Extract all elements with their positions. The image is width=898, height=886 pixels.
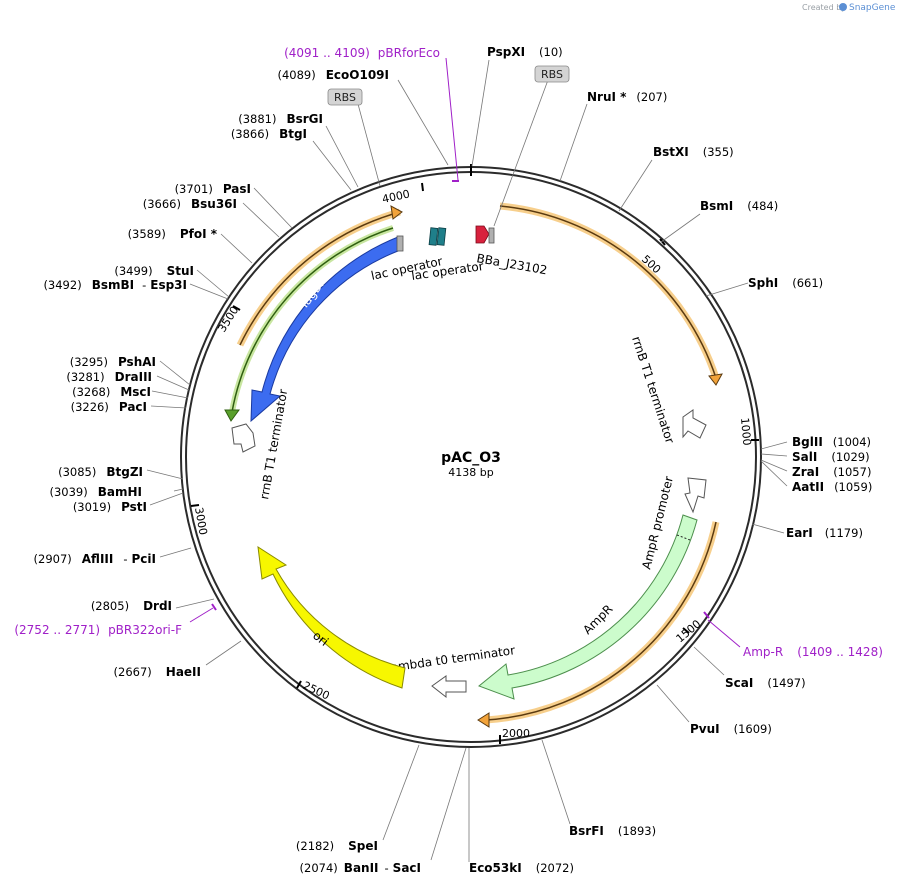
- site-bglii[interactable]: BglII(1004): [792, 435, 871, 449]
- site-pvui[interactable]: PvuI(1609): [690, 722, 772, 736]
- tick-3000-mark: [190, 504, 200, 507]
- callout-lines: [146, 59, 788, 862]
- site-spei[interactable]: (2182)SpeI: [296, 839, 378, 853]
- snapgene-logo-icon: [839, 3, 847, 11]
- tick-3000-label: 3000: [192, 506, 210, 536]
- tick-1000-label: 1000: [738, 417, 753, 446]
- snapgene-brand-text: SnapGene: [849, 3, 896, 13]
- site-msci[interactable]: (3268)MscI: [72, 385, 151, 399]
- rbs-1-callout: [357, 103, 381, 187]
- site-scai[interactable]: ScaI(1497): [725, 676, 806, 690]
- primer-pbr322-callout: [189, 607, 214, 623]
- site-haeii[interactable]: (2667)HaeII: [114, 665, 201, 679]
- green-arrowhead: [224, 409, 240, 422]
- site-drdi[interactable]: (2805)DrdI: [91, 599, 172, 613]
- tick-500-label: 500: [639, 253, 663, 277]
- rbs-2-callout: [493, 79, 549, 227]
- orange-arrowhead-top-right: [708, 373, 723, 386]
- site-sali[interactable]: SalI(1029): [792, 450, 870, 464]
- tick-2500-label: 2500: [301, 679, 332, 703]
- primer-pbr322-mark: [211, 603, 217, 611]
- site-draiii[interactable]: (3281)DraIII: [66, 370, 152, 384]
- orange-arrowhead-bottom: [477, 712, 490, 728]
- orange-arc-top-left: [239, 211, 401, 346]
- tick-2000-label: 2000: [502, 727, 530, 740]
- site-bsmbi-esp3i[interactable]: (3492)BsmBI-Esp3I: [43, 278, 187, 292]
- created-by-text: Created by: [802, 3, 846, 12]
- site-paci[interactable]: (3226)PacI: [71, 400, 147, 414]
- site-bamhi[interactable]: (3039)BamHI: [49, 485, 142, 499]
- bba-feature[interactable]: [475, 225, 490, 244]
- lambda-t0-feature[interactable]: [431, 675, 467, 699]
- primer-pbrforeco-label[interactable]: (4091 .. 4109)pBRforEco: [284, 46, 440, 60]
- orange-arc-top-right-glow: [499, 202, 720, 380]
- tick-1500-mark: [682, 627, 690, 634]
- tagbfp-end-cap: [396, 235, 404, 252]
- site-bsu36i[interactable]: (3666)Bsu36I: [143, 197, 237, 211]
- site-nrui[interactable]: NruI *(207): [587, 90, 667, 104]
- primer-pbrforeco-callout: [445, 57, 459, 181]
- plasmid-title: pAC_O3: [441, 450, 501, 466]
- orange-arrowhead-top-left: [390, 205, 403, 220]
- orange-arc-bottom-right: [485, 521, 717, 721]
- tick-500-mark: [659, 238, 666, 246]
- lambda-t0-label: lambda t0 terminator: [386, 643, 515, 675]
- rbs-2-label: RBS: [541, 68, 563, 81]
- site-labels: PspXI(10) NruI *(207) BstXI(355) BsmI(48…: [469, 45, 872, 875]
- bba-label: BBa_J23102: [475, 251, 548, 277]
- ampr-feature[interactable]: [478, 514, 698, 700]
- rbs-1-box[interactable]: [327, 88, 363, 106]
- site-pspxi[interactable]: PspXI(10): [487, 45, 563, 59]
- primer-pbr322-label[interactable]: (2752 .. 2771)pBR322ori-F: [14, 623, 182, 637]
- site-ecoo109i[interactable]: (4089)EcoO109I: [277, 68, 389, 82]
- bba-rbs-box: [488, 227, 495, 244]
- orange-arc-top-right: [499, 205, 717, 379]
- plasmid-length: 4138 bp: [448, 466, 493, 479]
- primer-ampr-callout: [707, 619, 741, 648]
- site-aatii[interactable]: AatII(1059): [792, 480, 872, 494]
- tick-3500-mark: [232, 305, 241, 311]
- site-bstxi[interactable]: BstXI(355): [653, 145, 734, 159]
- site-stui[interactable]: (3499)StuI: [114, 264, 194, 278]
- tick-3500-label: 3500: [216, 304, 242, 335]
- site-afliii-pcii[interactable]: (2907)AflIII-PciI: [34, 552, 156, 566]
- tick-4000-label: 4000: [381, 187, 411, 206]
- site-btgi[interactable]: (3866)BtgI: [231, 127, 307, 141]
- site-eco53ki[interactable]: Eco53kI(2072): [469, 861, 574, 875]
- primer-ampr-label[interactable]: Amp-R(1409 .. 1428): [743, 645, 883, 659]
- site-zrai[interactable]: ZraI(1057): [792, 465, 871, 479]
- site-bsmi[interactable]: BsmI(484): [700, 199, 778, 213]
- site-psti[interactable]: (3019)PstI: [73, 500, 147, 514]
- rrnb-t1-right-label: rrnB T1 terminator: [629, 335, 677, 446]
- site-pasi[interactable]: (3701)PasI: [175, 182, 251, 196]
- site-banii-saci[interactable]: (2074)BanII-SacI: [300, 861, 421, 875]
- green-arc: [231, 227, 394, 413]
- rbs-1-label: RBS: [334, 91, 356, 104]
- site-labels-left: (2074)BanII-SacI (2182)SpeI (2667)HaeII …: [34, 68, 421, 875]
- tick-4000-mark: [421, 182, 424, 192]
- lac-operator-1-feature[interactable]: [428, 227, 439, 246]
- tagbfp-feature[interactable]: [250, 236, 399, 423]
- rbs-2-box[interactable]: [534, 65, 570, 83]
- ampr-promoter-arrow[interactable]: [684, 477, 707, 514]
- site-sphi[interactable]: SphI(661): [748, 276, 823, 290]
- ori-feature[interactable]: [257, 546, 406, 689]
- site-eari[interactable]: EarI(1179): [786, 526, 863, 540]
- rrnb-t1-left-feature[interactable]: [231, 423, 256, 453]
- tick-2500-mark: [296, 680, 302, 689]
- site-btgzi[interactable]: (3085)BtgZI: [58, 465, 143, 479]
- site-bsrfi[interactable]: BsrFI(1893): [569, 824, 656, 838]
- rrnb-t1-right-feature[interactable]: [682, 409, 707, 439]
- primer-ampr-mark: [703, 611, 710, 619]
- site-bsrgi[interactable]: (3881)BsrGI: [238, 112, 323, 126]
- site-pfoi[interactable]: (3589)PfoI *: [128, 227, 218, 241]
- site-pshai[interactable]: (3295)PshAI: [70, 355, 156, 369]
- lac-operator-2-feature[interactable]: [436, 227, 447, 246]
